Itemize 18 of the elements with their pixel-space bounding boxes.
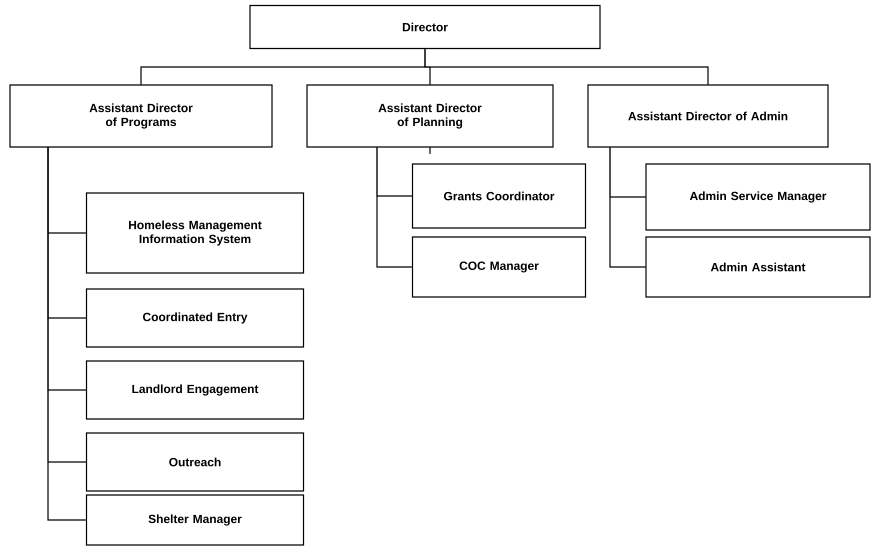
connector-line	[424, 49, 709, 84]
role-box: Grants Coordinator	[412, 163, 586, 229]
role-box: Landlord Engagement	[86, 360, 304, 420]
connector-line	[609, 148, 646, 268]
connector-line	[47, 148, 86, 521]
connector-line	[429, 148, 431, 154]
role-box: Assistant Director of Programs	[9, 84, 273, 148]
role-box: Director	[249, 4, 601, 50]
role-box: Admin Assistant	[645, 236, 871, 298]
role-box: Assistant Director of Admin	[587, 84, 829, 148]
role-box: COC Manager	[412, 236, 586, 298]
role-box: Admin Service Manager	[645, 163, 871, 231]
role-box: Assistant Director of Planning	[306, 84, 554, 148]
role-box: Shelter Manager	[86, 494, 304, 546]
role-box: Outreach	[86, 432, 304, 492]
role-box: Homeless Management Information System	[86, 192, 304, 274]
role-box: Coordinated Entry	[86, 288, 304, 348]
connector-line	[376, 148, 412, 268]
